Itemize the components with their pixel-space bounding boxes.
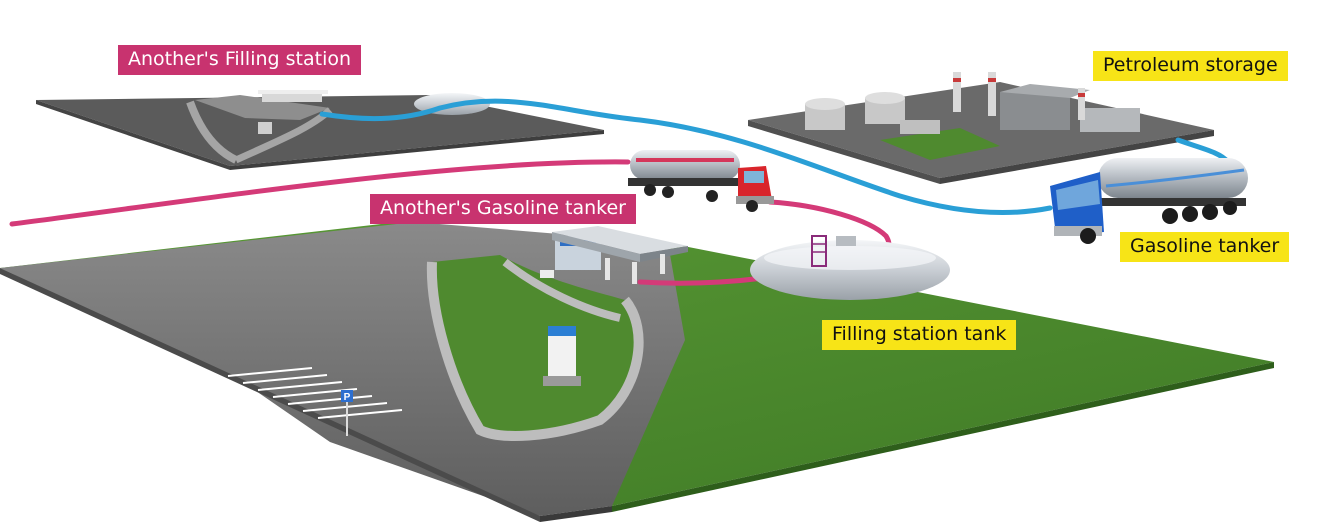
station-pylon <box>543 326 581 386</box>
blue-route-line <box>319 98 1053 215</box>
station-canopy <box>540 226 688 284</box>
another-tanker-truck <box>628 150 774 212</box>
another-tanker-label: Another's Gasoline tanker <box>370 194 636 224</box>
gasoline-tanker-truck <box>1050 158 1248 244</box>
parking-lines <box>227 367 403 419</box>
filling-station-tank <box>750 235 950 300</box>
parking-sign: P <box>341 390 353 436</box>
pink-route-line <box>9 159 631 227</box>
station-tank-label: Filling station tank <box>822 320 1017 350</box>
grass-island <box>426 255 644 441</box>
gasoline-tanker-label: Gasoline tanker <box>1120 232 1290 262</box>
petroleum-storage-plate <box>748 72 1214 184</box>
petroleum-storage-label: Petroleum storage <box>1093 51 1288 81</box>
another-station-label: Another's Filling station <box>118 45 362 75</box>
parking-sign-letter: P <box>344 392 351 403</box>
